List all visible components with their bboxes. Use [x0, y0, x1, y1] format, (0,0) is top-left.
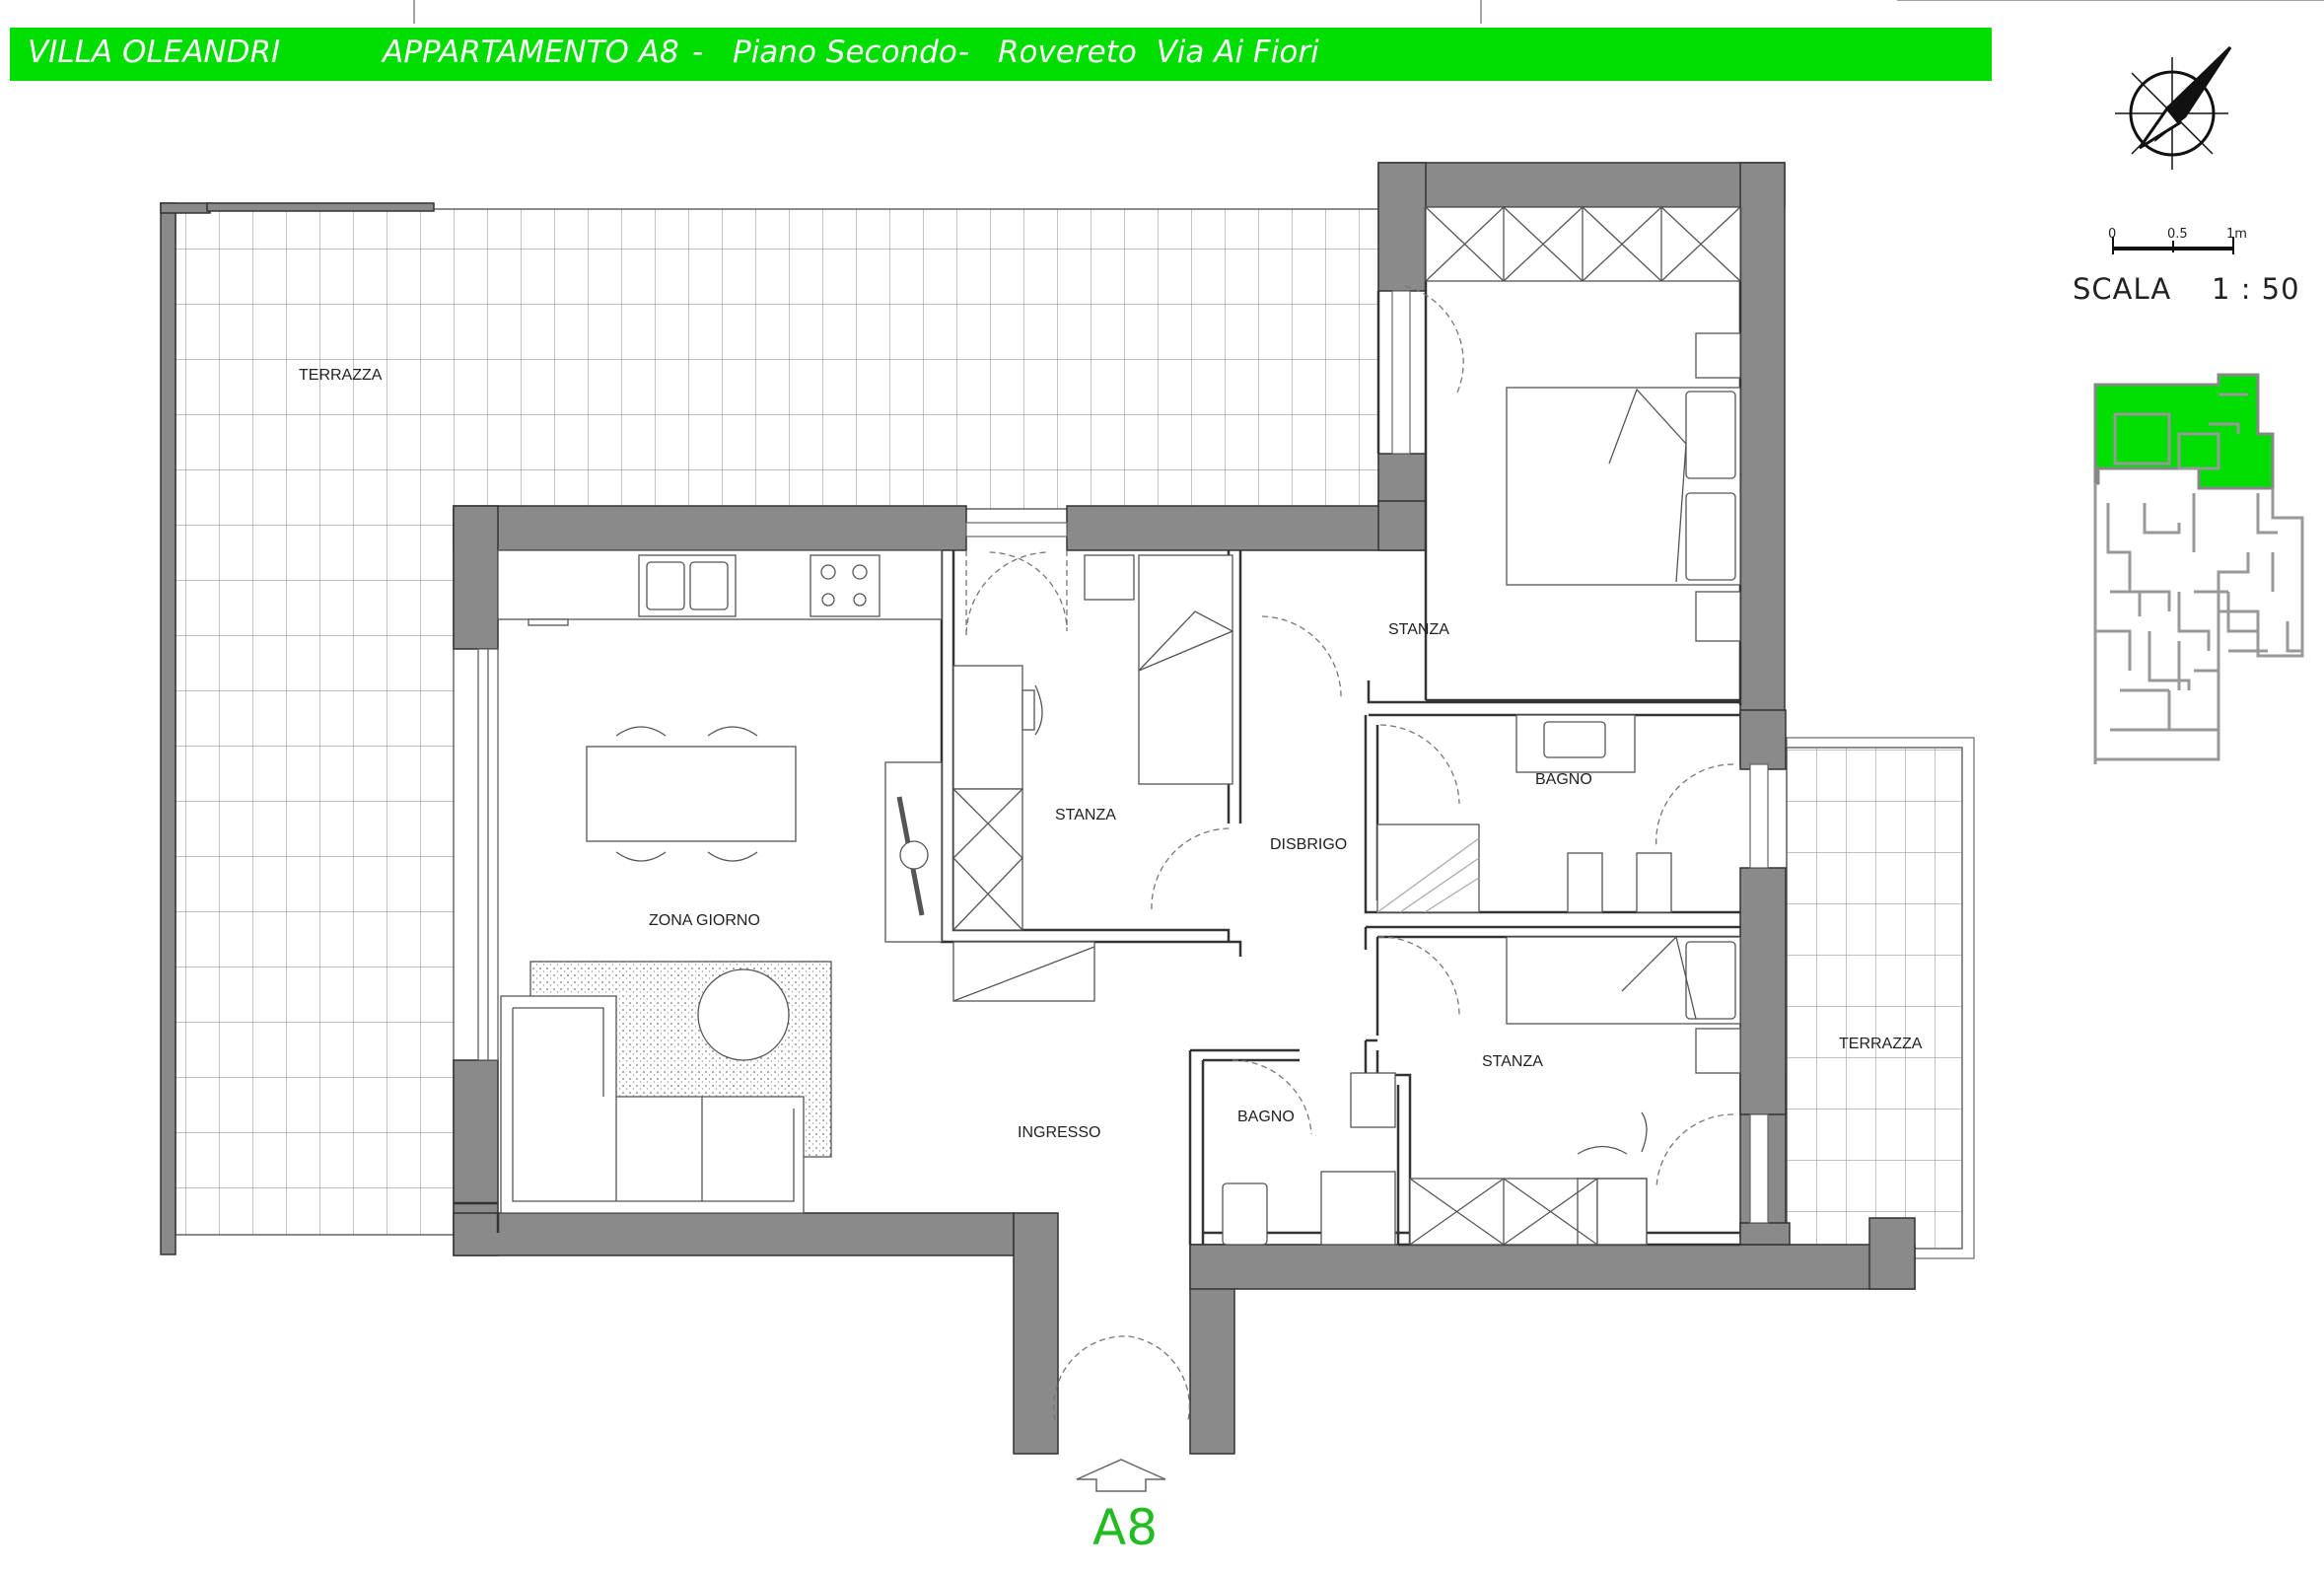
walls: [160, 162, 1916, 1455]
scale-tick-mid: 0.5: [2167, 227, 2188, 242]
scale-tick-end: 1m: [2226, 227, 2247, 242]
room-label-ingresso: INGRESSO: [1018, 1124, 1101, 1141]
building-name: VILLA OLEANDRI: [28, 35, 281, 70]
room-label-stanza-mid: STANZA: [1055, 807, 1116, 823]
scale-tick-0: 0: [2108, 227, 2117, 242]
room-label-terrazza-east: TERRAZZA: [1839, 1036, 1923, 1052]
doors: [965, 285, 1734, 1421]
small-bedroom-furniture: [884, 554, 1234, 1002]
address: Rovereto Via Ai Fiori: [998, 35, 1319, 70]
header-separator-1: -: [692, 35, 704, 70]
header-bar: [10, 28, 1992, 81]
scale-bar: [2112, 237, 2234, 254]
apartment-name: APPARTAMENTO A8: [383, 35, 679, 70]
lower-bathroom-fixtures: [1222, 1072, 1396, 1246]
living-furniture: [500, 961, 832, 1214]
room-label-stanza-se: STANZA: [1482, 1053, 1543, 1070]
upper-bathroom-fixtures: [1376, 714, 1672, 913]
dining-table: [586, 726, 797, 862]
room-label-bagno-upper: BAGNO: [1535, 771, 1592, 788]
entrance-arrow-icon: [1076, 1459, 1166, 1492]
kitchen: [497, 549, 943, 626]
window-frames: [965, 290, 1769, 1224]
living-window: [477, 648, 499, 1061]
header-separator-2: -: [958, 35, 970, 70]
terrace-east: [1786, 737, 1975, 1259]
room-label-zona-giorno: ZONA GIORNO: [649, 912, 760, 929]
scale-label: SCALA 1 : 50: [2073, 272, 2300, 306]
room-label-terrazza-nw: TERRAZZA: [299, 367, 383, 384]
ne-bedroom-furniture: [1425, 206, 1741, 642]
room-label-bagno-lower: BAGNO: [1237, 1109, 1295, 1125]
room-label-stanza-ne: STANZA: [1388, 621, 1449, 638]
se-bedroom-furniture: [1409, 935, 1741, 1246]
room-label-disbrigo: DISBRIGO: [1270, 836, 1348, 853]
compass-rose-icon: [2115, 45, 2232, 170]
key-plan: [2093, 373, 2304, 764]
unit-code: A8: [1092, 1499, 1159, 1556]
floor-name: Piano Secondo: [733, 35, 957, 70]
